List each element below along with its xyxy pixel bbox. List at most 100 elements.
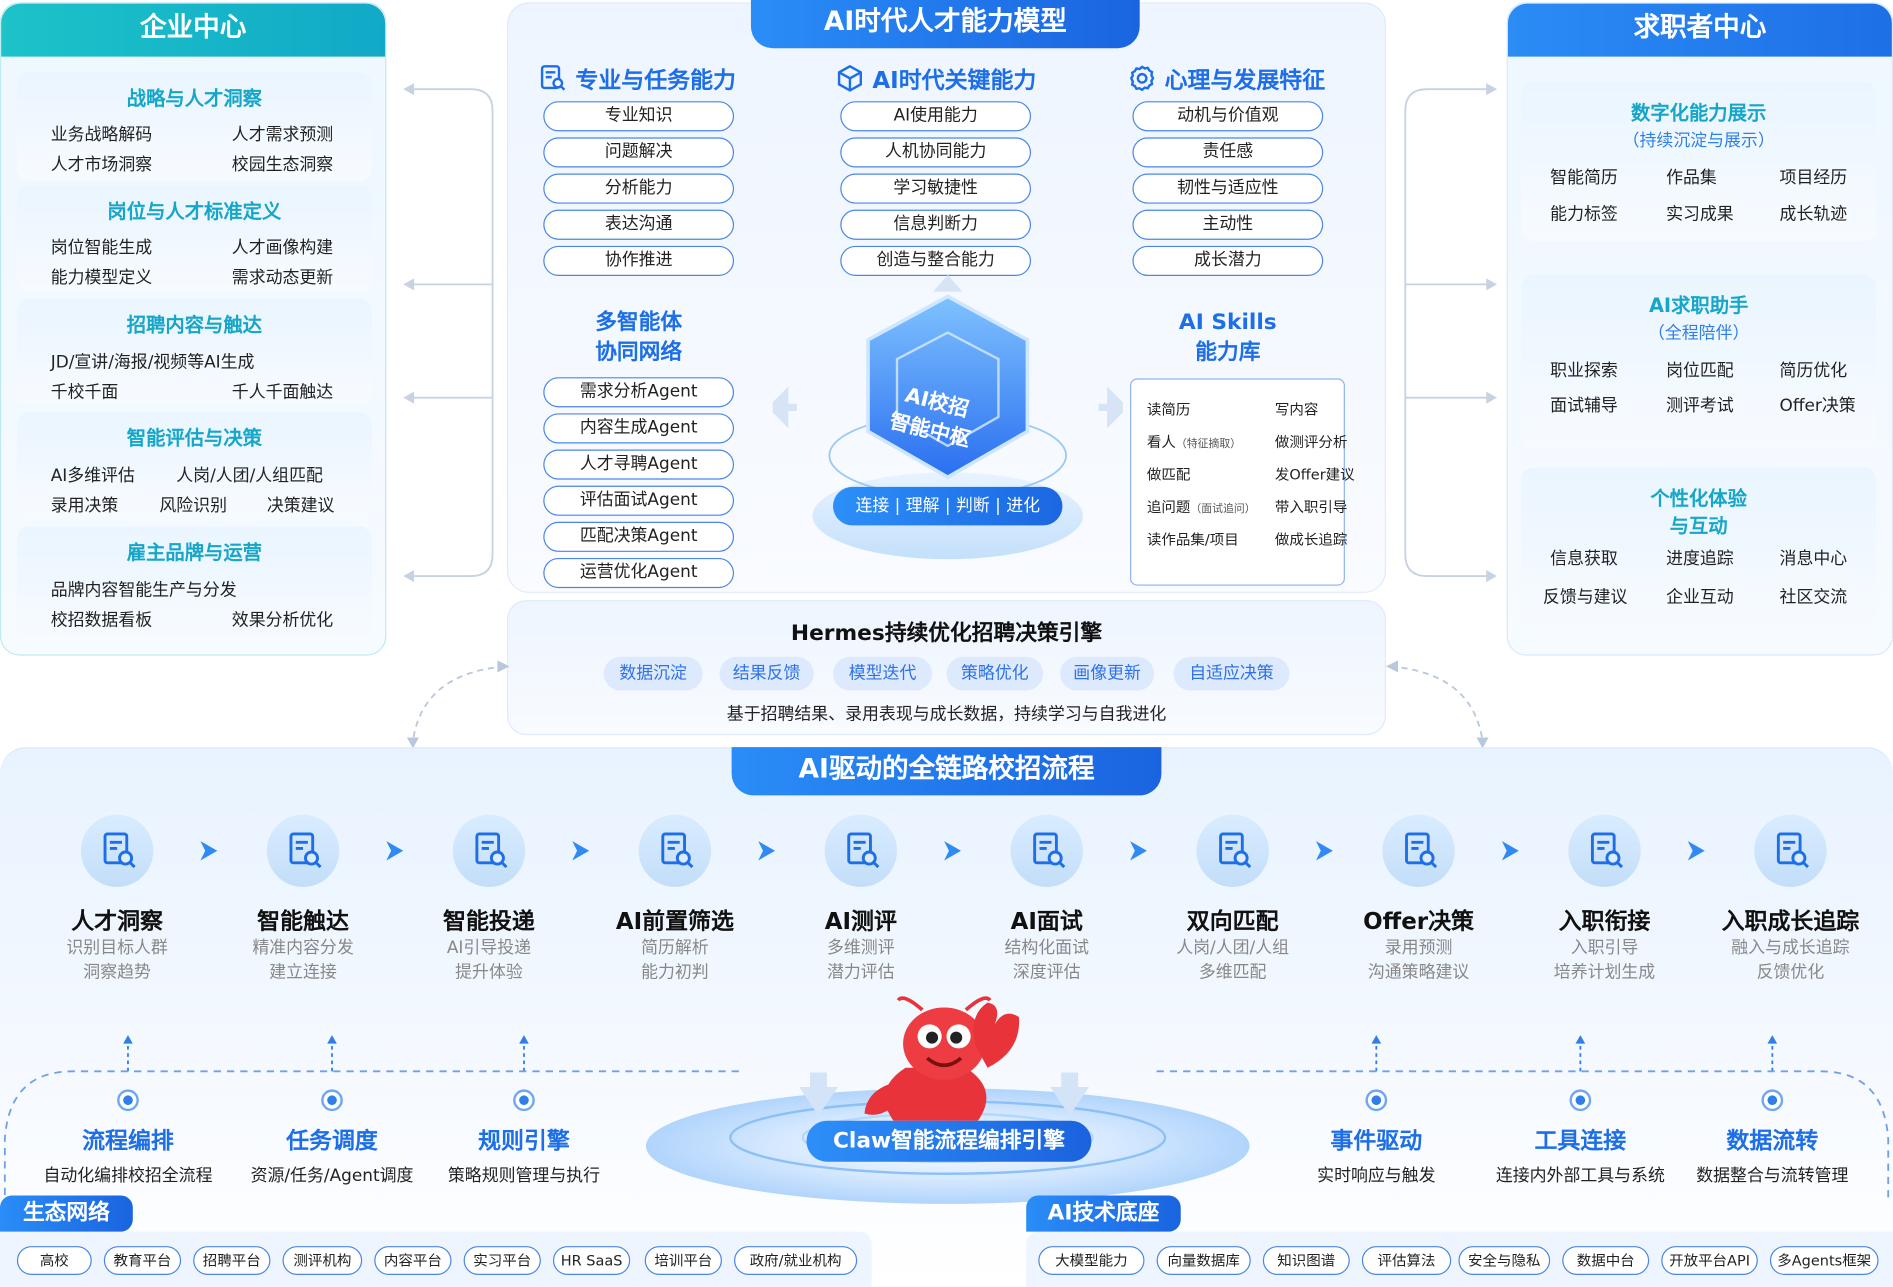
flow-step: Offer决策录用预测沟通策略建议 xyxy=(1328,814,1509,985)
ability-pill: 专业知识 xyxy=(543,101,735,132)
flow-step-name: 入职成长追踪 xyxy=(1721,908,1860,936)
engine-capability-desc: 自动化编排校招全流程 xyxy=(43,1166,213,1186)
tech-item: 数据中台 xyxy=(1562,1246,1650,1275)
skill-label: 发Offer建议 xyxy=(1274,466,1355,484)
agent-pill: 人才寻聘Agent xyxy=(543,449,735,480)
engine-node xyxy=(1761,1089,1784,1112)
skills-box xyxy=(1130,378,1345,586)
engine-node xyxy=(1365,1089,1388,1112)
column-header-psychology: 心理与发展特征 xyxy=(1128,63,1326,96)
engine-node xyxy=(117,1089,139,1112)
engine-capability-desc: 数据整合与流转管理 xyxy=(1696,1166,1849,1186)
engine-capability-desc: 连接内外部工具与系统 xyxy=(1495,1166,1665,1186)
ability-pill: 成长潜力 xyxy=(1132,245,1324,276)
engine-capability-title: 流程编排 xyxy=(82,1127,174,1155)
tech-item: 评估算法 xyxy=(1361,1246,1452,1275)
agent-pill: 匹配决策Agent xyxy=(543,521,735,552)
skill-note: （面试追问） xyxy=(1190,503,1256,516)
enterprise-item: 决策建议 xyxy=(266,496,335,516)
enterprise-item: 人才市场洞察 xyxy=(50,155,153,175)
skill-label: 读作品集/项目 xyxy=(1146,531,1239,549)
ecosystem-item: 测评机构 xyxy=(282,1246,363,1275)
enterprise-item: 千校千面 xyxy=(50,383,119,403)
tech-title: AI技术底座 xyxy=(1026,1195,1181,1232)
enterprise-item: 效果分析优化 xyxy=(231,610,334,631)
ecosystem-item: 招聘平台 xyxy=(193,1246,271,1275)
skill-label: 看人 xyxy=(1146,433,1176,451)
skill-item: 发Offer建议 xyxy=(1275,464,1355,484)
engine-up-arrows xyxy=(123,1035,1778,1072)
column-title: 心理与发展特征 xyxy=(1164,67,1326,94)
chevron-right-icon xyxy=(1683,836,1712,865)
engine-capability: 规则引擎策略规则管理与执行 xyxy=(427,1123,620,1187)
flow-step-name: AI面试 xyxy=(1010,908,1083,936)
column-header-ai-key: AI时代关键能力 xyxy=(835,63,1036,96)
tech-item: 多Agents框架 xyxy=(1769,1246,1879,1275)
document-search-icon xyxy=(540,65,566,91)
flow-step-desc: 能力初判 xyxy=(641,962,709,983)
enterprise-center-title: 企业中心 xyxy=(1,3,386,57)
seeker-item: 职业探索 xyxy=(1550,361,1618,381)
flow-step: 人才洞察识别目标人群洞察趋势 xyxy=(27,814,208,985)
engine-capability-title: 数据流转 xyxy=(1726,1127,1819,1155)
document-search-icon xyxy=(452,814,526,887)
seeker-item: 企业互动 xyxy=(1666,588,1734,608)
ecosystem-item: 内容平台 xyxy=(374,1246,452,1275)
flow-step-desc: 潜力评估 xyxy=(827,962,895,983)
flow-step-desc: 培养计划生成 xyxy=(1553,962,1656,983)
document-search-icon xyxy=(638,814,712,887)
seeker-item: 测评考试 xyxy=(1666,396,1734,416)
enterprise-item: 人才画像构建 xyxy=(231,238,334,258)
hermes-tag: 结果反馈 xyxy=(719,656,814,691)
section-title: 招聘内容与触达 xyxy=(126,313,262,337)
column-header-professional: 专业与任务能力 xyxy=(538,63,736,96)
enterprise-section: 智能评估与决策 xyxy=(16,412,372,519)
tech-item: 向量数据库 xyxy=(1156,1246,1251,1275)
seeker-item: 项目经历 xyxy=(1779,168,1848,188)
ability-pill: 信息判断力 xyxy=(840,209,1032,240)
enterprise-section: 战略与人才洞察 xyxy=(16,72,372,181)
flow-step-name: 双向匹配 xyxy=(1186,908,1279,936)
seeker-item: 作品集 xyxy=(1666,168,1717,188)
seeker-section: 个性化体验与互动 xyxy=(1521,467,1877,632)
hermes-tag: 策略优化 xyxy=(946,656,1044,691)
section-title: 战略与人才洞察 xyxy=(126,86,262,110)
chevron-right-icon xyxy=(196,836,225,865)
engine-node xyxy=(513,1089,535,1112)
agent-pill: 需求分析Agent xyxy=(543,377,735,408)
flow-step: 入职衔接入职引导培养计划生成 xyxy=(1514,814,1695,985)
seeker-item: 进度追踪 xyxy=(1666,549,1734,569)
chevron-right-icon xyxy=(753,836,782,865)
skill-label: 做成长追踪 xyxy=(1274,531,1348,549)
flow-step-name: 智能投递 xyxy=(443,908,535,936)
enterprise-item: 校园生态洞察 xyxy=(231,155,334,175)
document-search-icon xyxy=(80,814,154,887)
enterprise-section: 雇主品牌与运营 xyxy=(16,526,372,643)
flow-step-desc: 简历解析 xyxy=(641,938,709,959)
hub-tags-bar: 连接 | 理解 | 判断 | 进化 xyxy=(833,486,1063,526)
skill-item: 带入职引导 xyxy=(1275,497,1347,517)
chevron-right-icon xyxy=(939,836,968,865)
ecosystem-title: 生态网络 xyxy=(0,1195,133,1232)
seeker-item: 信息获取 xyxy=(1550,549,1618,569)
skill-item: 做测评分析 xyxy=(1275,431,1347,451)
claw-engine-graphic xyxy=(645,996,1250,1204)
right-connector-lines xyxy=(1404,83,1498,583)
enterprise-item: 人岗/人团/人组匹配 xyxy=(176,466,323,486)
engine-capability-title: 工具连接 xyxy=(1534,1127,1627,1155)
section-title: 雇主品牌与运营 xyxy=(126,541,262,564)
enterprise-section: 岗位与人才标准定义 xyxy=(16,185,372,292)
seeker-item: 社区交流 xyxy=(1779,588,1848,608)
flow-step-name: 智能触达 xyxy=(257,908,349,936)
ecosystem-item: HR SaaS xyxy=(552,1246,631,1275)
engine-capability-desc: 资源/任务/Agent调度 xyxy=(250,1166,414,1186)
flow-step-desc: 结构化面试 xyxy=(1004,938,1089,959)
agent-pill: 内容生成Agent xyxy=(543,413,735,444)
skill-label: 追问题 xyxy=(1146,498,1191,516)
talent-model-banner: AI时代人才能力模型 xyxy=(750,0,1140,49)
skill-item: 做匹配 xyxy=(1147,464,1190,484)
skill-item: 写内容 xyxy=(1275,399,1318,419)
skill-label: 做测评分析 xyxy=(1274,433,1348,451)
ecosystem-item: 教育平台 xyxy=(103,1246,182,1275)
chevron-right-icon xyxy=(567,836,596,865)
